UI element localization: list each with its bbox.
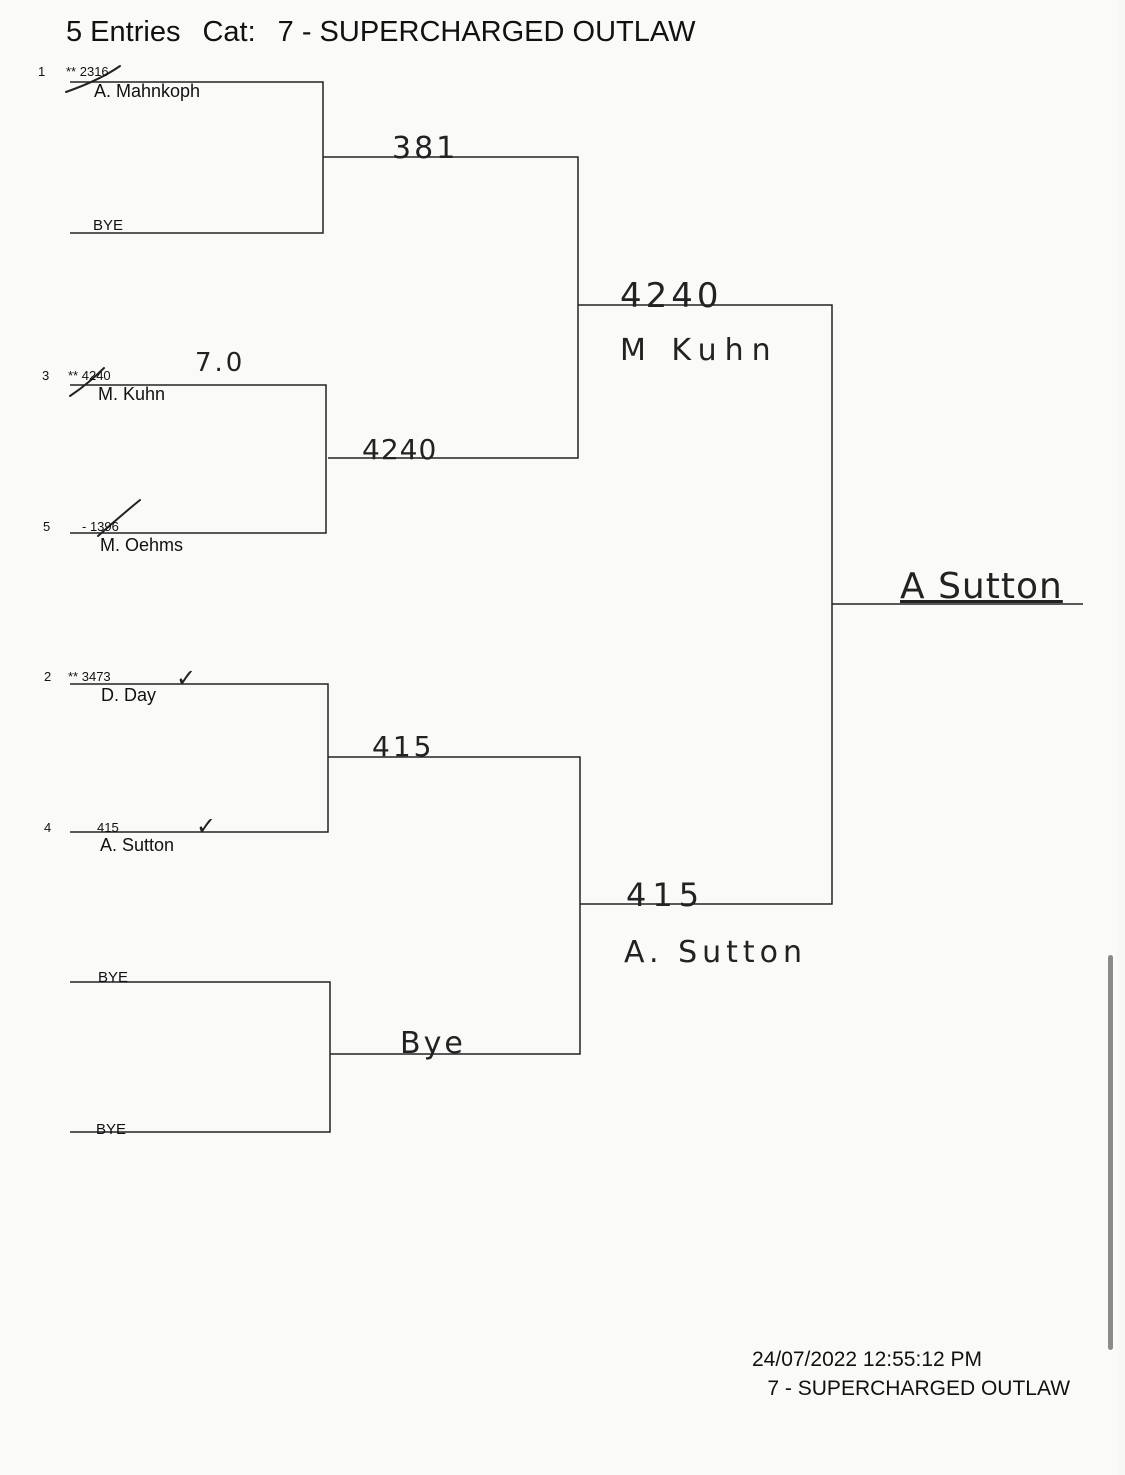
entrant-name: M. Oehms: [100, 535, 184, 555]
bye-label: BYE: [96, 1121, 127, 1138]
entrant-number: 4: [44, 820, 52, 835]
vertical-scrollbar[interactable]: [1108, 955, 1113, 1350]
semi-1-number: 4240: [620, 276, 723, 316]
semi-2-name: A. Sutton: [624, 935, 808, 970]
match-2-score: 7.0: [195, 348, 246, 378]
match-3-result: 415: [372, 730, 435, 763]
entrant-number: 1: [38, 64, 46, 79]
entrant-name: A. Mahnkoph: [94, 81, 201, 101]
entrant-name: A. Sutton: [100, 835, 175, 855]
page-title: 5 Entries Cat: 7 - SUPERCHARGED OUTLAW: [66, 16, 696, 49]
champion-name: A Sutton: [900, 566, 1063, 607]
semi-2-number: 415: [626, 876, 706, 914]
entrant-seed: 415: [97, 820, 119, 835]
print-footer: 24/07/2022 12:55:12 PM 7 - SUPERCHARGED …: [752, 1345, 1070, 1403]
match-4-result: Bye: [400, 1026, 466, 1061]
check-mark: ✓: [196, 812, 220, 840]
semi-1-name: M Kuhn: [620, 333, 779, 368]
entrant-number: 2: [44, 669, 52, 684]
match-2-result: 4240: [362, 433, 438, 466]
entrant-number: 5: [43, 519, 51, 534]
entrant-seed: - 1396: [82, 519, 119, 534]
entries-count: 5 Entries: [66, 16, 181, 48]
cat-label: Cat:: [202, 16, 256, 48]
entrant-name: D. Day: [101, 685, 157, 705]
bye-label: BYE: [98, 969, 129, 986]
entrant-number: 3: [42, 368, 50, 383]
bye-label: BYE: [93, 217, 124, 234]
footer-category: 7 - SUPERCHARGED OUTLAW: [767, 1377, 1071, 1400]
category-name: 7 - SUPERCHARGED OUTLAW: [277, 16, 696, 48]
check-mark: ✓: [176, 664, 200, 692]
entrant-seed: ** 4240: [68, 368, 111, 383]
entrant-seed: ** 3473: [68, 669, 111, 684]
entrant-name: M. Kuhn: [98, 384, 166, 404]
match-1-result: 381: [392, 131, 459, 166]
print-timestamp: 24/07/2022 12:55:12 PM: [752, 1348, 983, 1371]
entrant-seed: ** 2316: [66, 64, 109, 79]
